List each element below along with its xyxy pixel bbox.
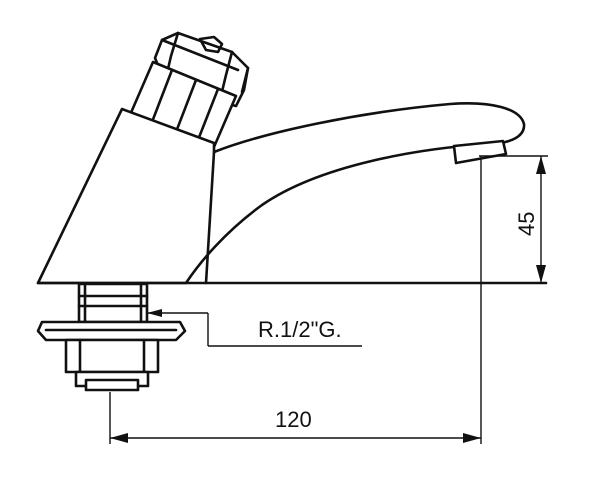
- tap-body: [36, 102, 526, 285]
- aerator-tip: [452, 139, 508, 165]
- thread-leader: [147, 309, 362, 347]
- width-dimension: [110, 433, 481, 443]
- height-dimension-label: 45: [514, 212, 539, 236]
- height-dimension: [479, 155, 548, 283]
- lock-nut: [64, 338, 160, 392]
- fixing-shank: [77, 282, 149, 324]
- push-button-head: [128, 31, 250, 149]
- width-dimension-label: 120: [275, 407, 312, 432]
- flange-washer: [36, 320, 187, 342]
- thread-size-label: R.1/2"G.: [258, 317, 342, 342]
